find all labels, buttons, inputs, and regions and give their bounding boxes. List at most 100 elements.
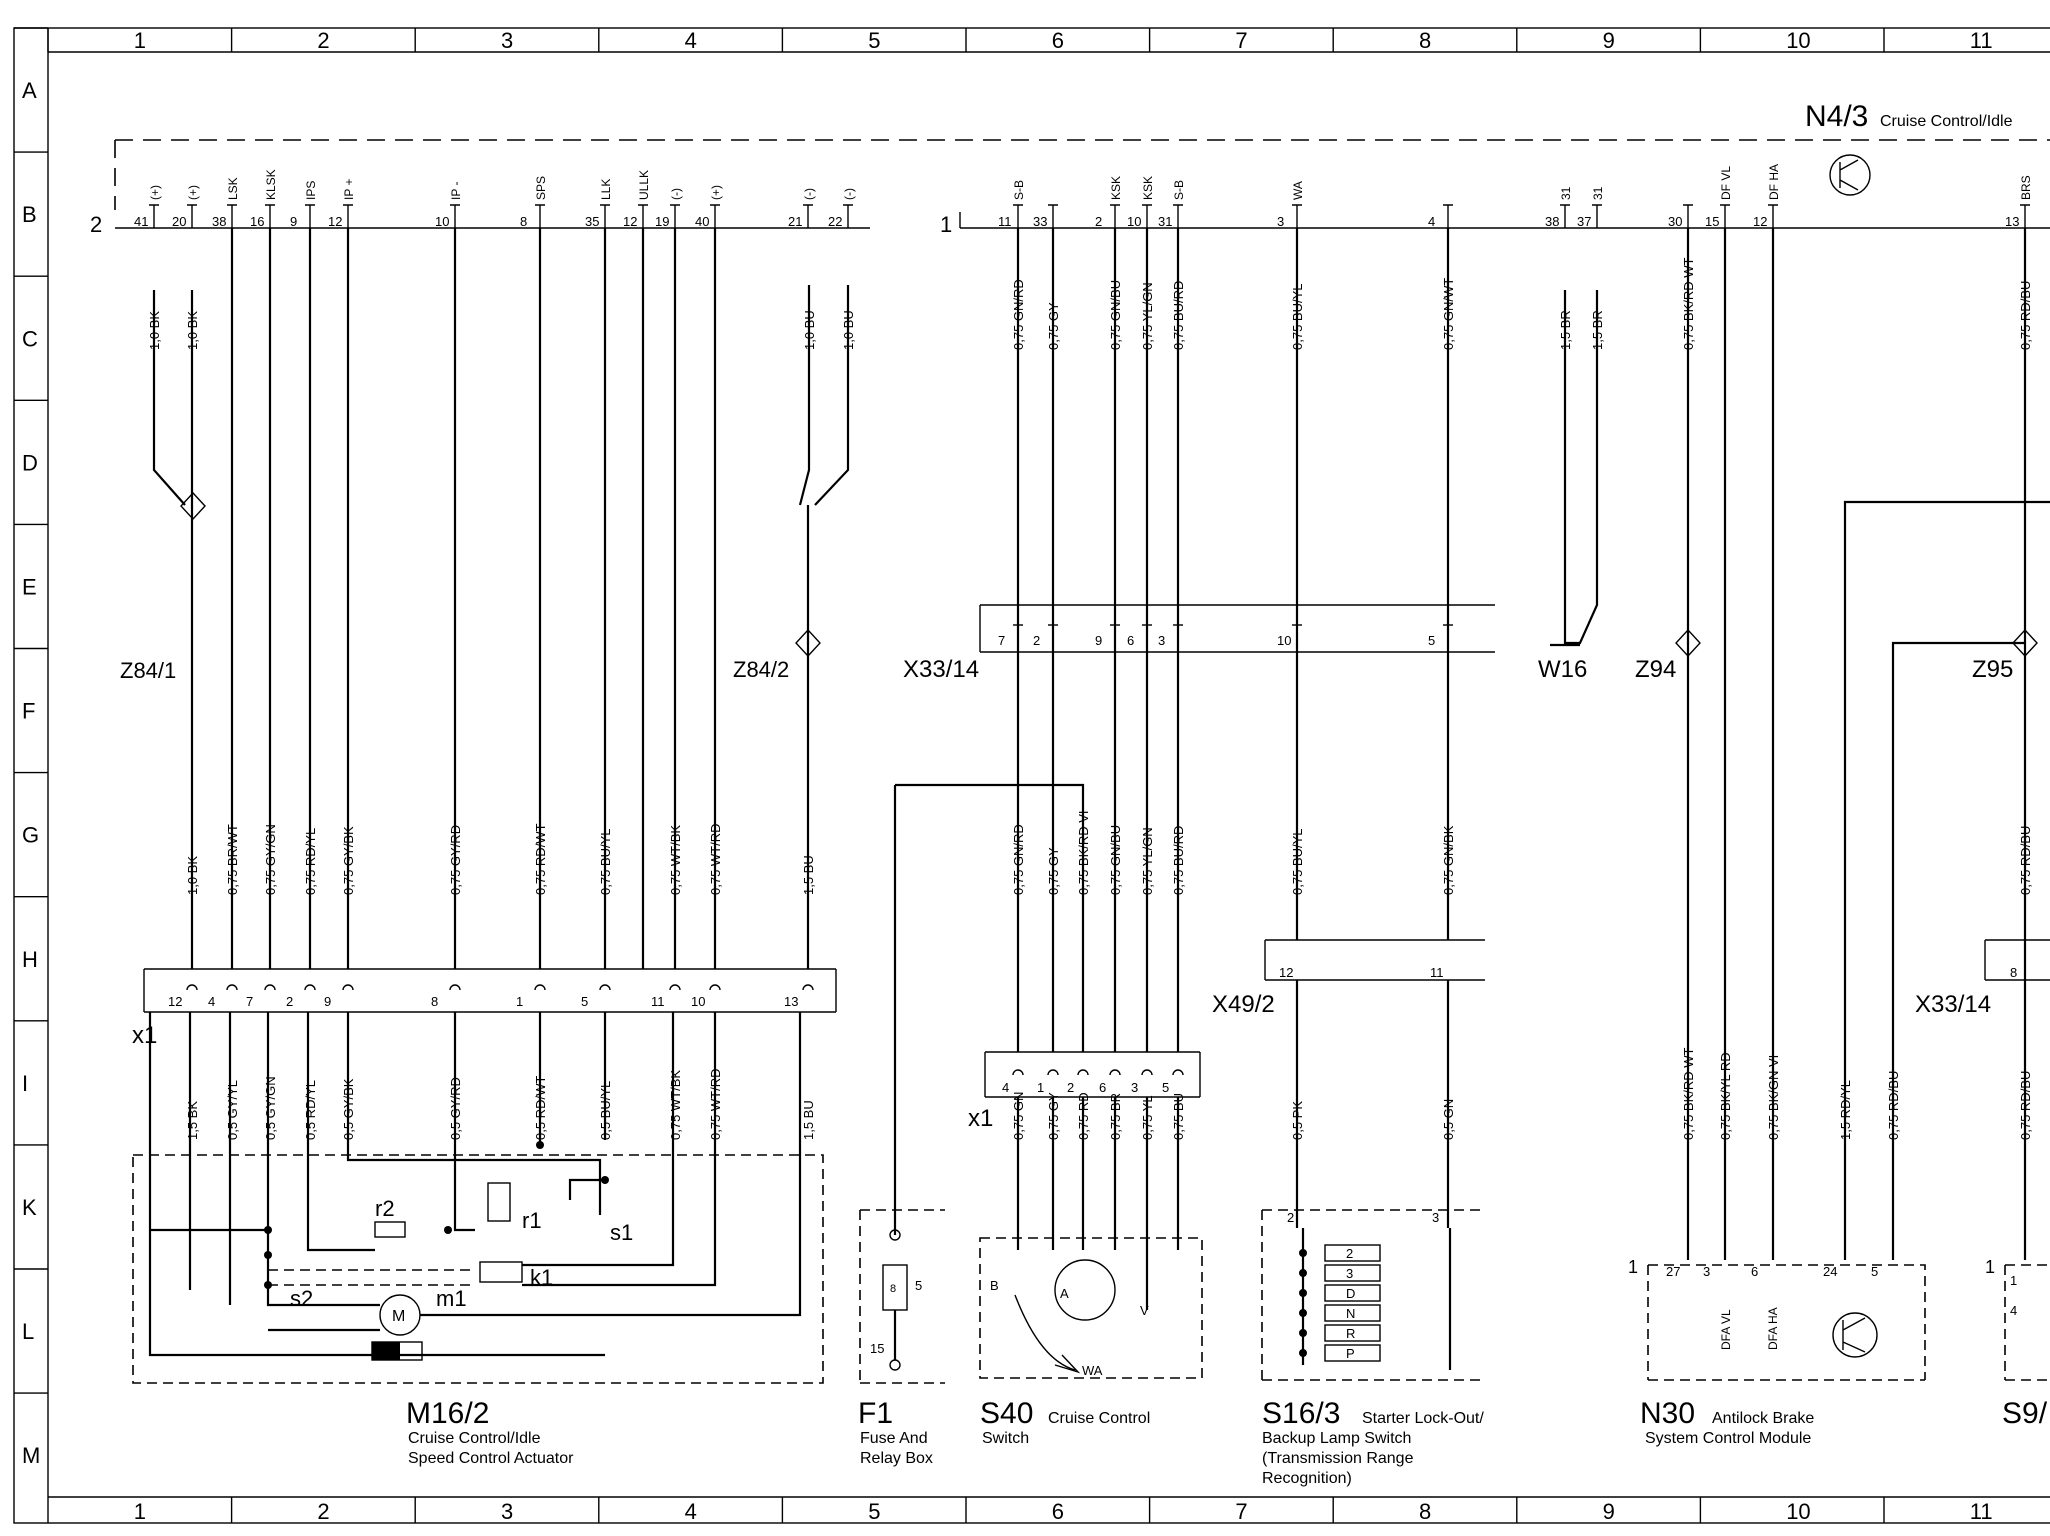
x1-pin-number: 5 <box>581 994 588 1009</box>
wire-label-low: 0,5 GN <box>1441 1099 1456 1140</box>
wire-label-mid: 0,75 BU/YL <box>598 829 613 896</box>
column-number-bottom: 9 <box>1603 1499 1615 1524</box>
main-pin-number: 22 <box>828 214 842 229</box>
row-letter: B <box>22 202 37 227</box>
x1-pin-number: 10 <box>691 994 705 1009</box>
main-pin-signal: (+) <box>148 185 162 200</box>
column-number-bottom: 1 <box>134 1499 146 1524</box>
s40-wa: WA <box>1082 1363 1103 1378</box>
x1-pin-number: 9 <box>324 994 331 1009</box>
f1-code: F1 <box>858 1397 893 1430</box>
z94-splice-icon <box>1675 628 1701 658</box>
main-pin-signal: (-) <box>669 188 683 200</box>
x492-pin-number: 11 <box>1430 965 1444 980</box>
x3314-pin-number: 6 <box>1127 633 1134 648</box>
z841-label: Z84/1 <box>120 658 176 683</box>
m162-boundary <box>132 1154 824 1384</box>
s40-desc: Switch <box>982 1430 1029 1447</box>
s40-switch-icon <box>1054 1259 1116 1321</box>
x1b-connector <box>984 1051 1201 1098</box>
right-pin-signal: 31 <box>1591 186 1605 200</box>
right-pin-number: 4 <box>1428 214 1435 229</box>
wire-label-low: 0,75 BK/YL RD <box>1718 1052 1733 1140</box>
right-pin-signal: BRS <box>2019 175 2033 200</box>
row-letter: D <box>22 450 38 475</box>
gear-position-box <box>1324 1244 1381 1262</box>
x1-label: x1 <box>132 1022 157 1049</box>
column-number-top: 5 <box>868 28 880 53</box>
x3314b-connector <box>1984 939 2050 981</box>
s163-name: Starter Lock-Out/ <box>1362 1410 1484 1427</box>
n30-pin1: 1 <box>1628 1257 1638 1277</box>
main-pin-number: 12 <box>328 214 342 229</box>
x1b-label: x1 <box>968 1105 993 1132</box>
s9-pin1-label: 1 <box>1985 1257 1995 1277</box>
main-pin-signal: LSK <box>226 177 240 200</box>
m162-desc2: Speed Control Actuator <box>408 1450 574 1467</box>
main-pin-number: 35 <box>585 214 599 229</box>
right-pin-number: 2 <box>1095 214 1102 229</box>
x3314-pin-number: 7 <box>998 633 1005 648</box>
main-pin-signal: LLK <box>599 179 613 200</box>
m162-m1: m1 <box>436 1286 467 1311</box>
main-pin-number: 41 <box>134 214 148 229</box>
n43-text: Cruise Control/Idle <box>1880 113 2013 130</box>
right-pin-signal: KSK <box>1109 176 1123 200</box>
wire-label-mid: 0,75 GN/BK <box>1441 825 1456 895</box>
x1-pin-number: 12 <box>168 994 182 1009</box>
x492-label: X49/2 <box>1212 991 1275 1018</box>
column-number-top: 9 <box>1603 28 1615 53</box>
column-number-bottom: 3 <box>501 1499 513 1524</box>
x3314b-label: X33/14 <box>1915 991 1991 1018</box>
main-pin-signal: (+) <box>186 185 200 200</box>
right-pin-signal: WA <box>1291 181 1305 200</box>
wire-label-low: 0,75 BR <box>1108 1093 1123 1140</box>
z842-splice-icon <box>795 628 821 658</box>
column-number-top: 11 <box>1970 28 1993 53</box>
x1-pin-number: 13 <box>784 994 798 1009</box>
column-number-bottom: 4 <box>685 1499 697 1524</box>
n30-pin-number: 5 <box>1871 1264 1878 1279</box>
wire-label-low: 0,75 RD <box>1076 1092 1091 1140</box>
wire-label-low: 0,75 GY <box>1046 1092 1061 1140</box>
main-pin-number: 21 <box>788 214 802 229</box>
row-letter: H <box>22 947 38 972</box>
column-number-bottom: 8 <box>1419 1499 1431 1524</box>
right-pin-number: 3 <box>1277 214 1284 229</box>
wire-label-mid: 0,75 BU/RD <box>1171 826 1186 895</box>
n30-boundary <box>1647 1264 1926 1381</box>
column-number-bottom: 2 <box>317 1499 329 1524</box>
s40-v: V <box>1140 1303 1149 1318</box>
x1b-pin-number: 2 <box>1067 1080 1074 1095</box>
s163-p2: 2 <box>1287 1210 1294 1225</box>
s163-desc3: Recognition) <box>1262 1470 1352 1487</box>
s163-desc1: Backup Lamp Switch <box>1262 1430 1411 1447</box>
wire-label-mid: 1,5 BU <box>801 855 816 895</box>
x3314-pin-number: 5 <box>1428 633 1435 648</box>
gear-position-box <box>1324 1344 1381 1362</box>
n43-transistor-icon <box>1829 154 1871 196</box>
x1-pin-number: 11 <box>651 994 665 1009</box>
column-number-top: 4 <box>685 28 697 53</box>
wire-label-low: 0,75 GN <box>1011 1092 1026 1140</box>
wire-label-mid: 0,75 YL/GN <box>1140 827 1155 895</box>
x1-pin-number: 8 <box>431 994 438 1009</box>
right-pin-signal: KSK <box>1141 176 1155 200</box>
right-pin-number: 38 <box>1545 214 1559 229</box>
main-pin-signal: (-) <box>802 188 816 200</box>
n30-name: Antilock Brake <box>1712 1410 1814 1427</box>
column-number-bottom: 6 <box>1052 1499 1064 1524</box>
x1-connector <box>143 968 837 1013</box>
m162-motor: M <box>392 1308 405 1325</box>
wire-label-low: 0,5 GY/GN <box>263 1076 278 1140</box>
f1-desc1: Fuse And <box>860 1430 928 1447</box>
wire-label-low: 0,5 RD/YL <box>303 1080 318 1140</box>
wire-label-mid: 0,75 RD/BU <box>2018 826 2033 895</box>
main-pin-signal: IP + <box>342 179 356 200</box>
x1-pin-number: 4 <box>208 994 215 1009</box>
n43-code: N4/3 <box>1805 100 1868 133</box>
right-pin-number: 10 <box>1127 214 1141 229</box>
